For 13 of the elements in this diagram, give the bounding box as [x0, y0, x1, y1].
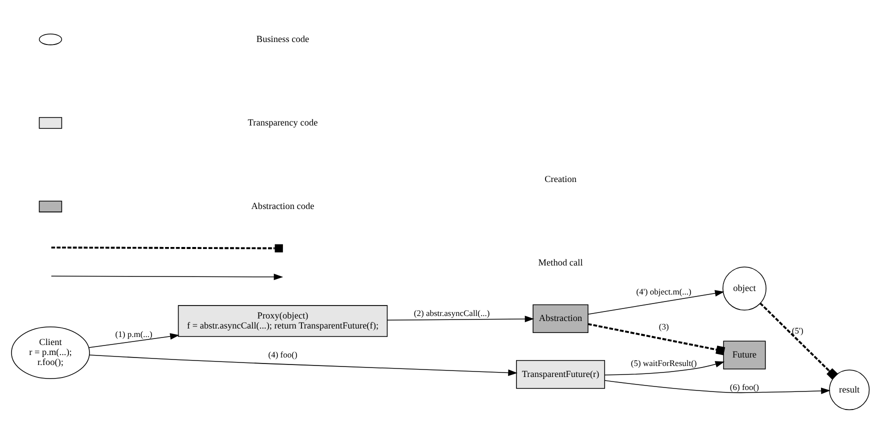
legend-label: Method call: [538, 258, 583, 268]
edge-label: (5'): [792, 324, 804, 335]
edge-label: (1) p.m(...): [115, 328, 152, 339]
edge-label: (6) foo(): [730, 381, 759, 392]
edge-label: (3): [658, 320, 669, 331]
legend-label: Transparency code: [248, 118, 318, 128]
legend-label: Creation: [544, 174, 576, 184]
legend-label: Abstraction code: [251, 201, 314, 212]
edge-label: (2) abstr.asyncCall(...): [414, 308, 490, 318]
edge-label: (4') object.m(...): [636, 286, 692, 296]
legend-label: Business code: [256, 34, 310, 44]
edge-label: (4) foo(): [268, 348, 298, 359]
edge-label: (5) waitForResult(): [630, 357, 697, 368]
